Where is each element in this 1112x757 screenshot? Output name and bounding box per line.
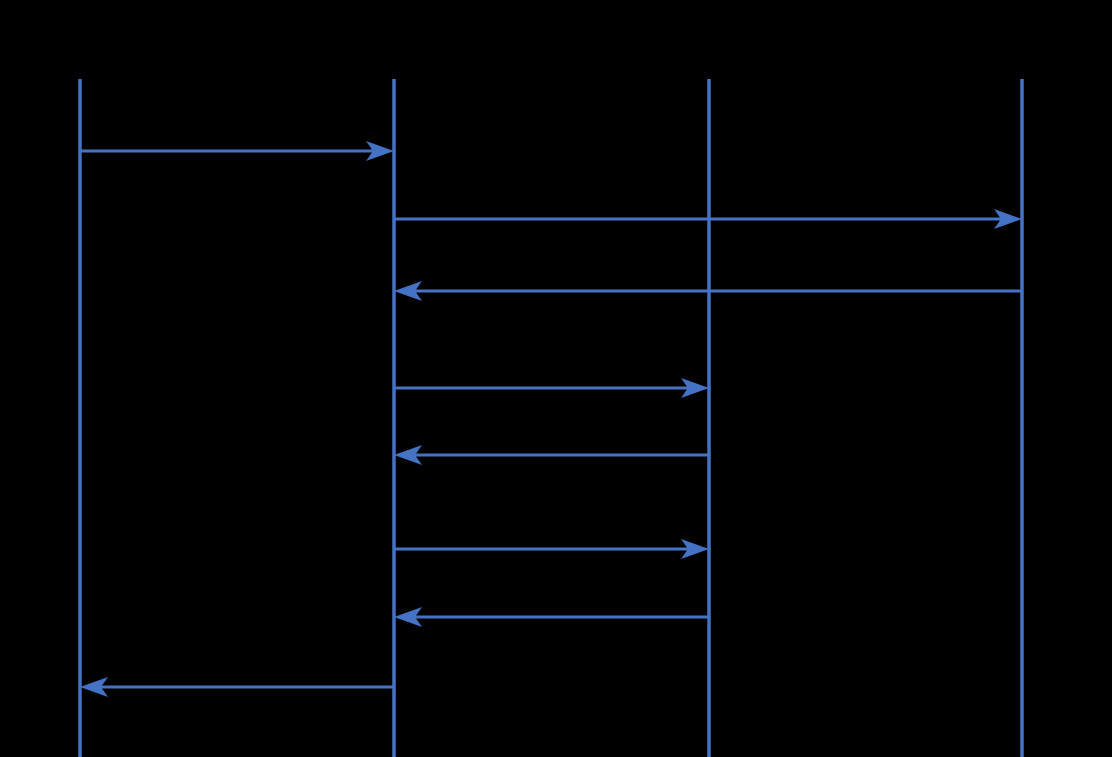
arrowhead-icon [394,445,422,465]
arrowhead-icon [681,539,709,559]
message-arrow-2 [394,209,1022,229]
message-arrow-3 [394,281,1022,301]
message-arrow-1 [80,141,394,161]
message-arrow-8 [80,677,394,697]
arrowhead-icon [394,281,422,301]
arrowhead-icon [80,677,108,697]
arrowhead-icon [681,378,709,398]
arrowhead-icon [366,141,394,161]
message-arrow-6 [394,539,709,559]
message-arrow-5 [394,445,709,465]
message-arrow-4 [394,378,709,398]
message-arrow-7 [394,607,709,627]
arrowhead-icon [994,209,1022,229]
arrowhead-icon [394,607,422,627]
